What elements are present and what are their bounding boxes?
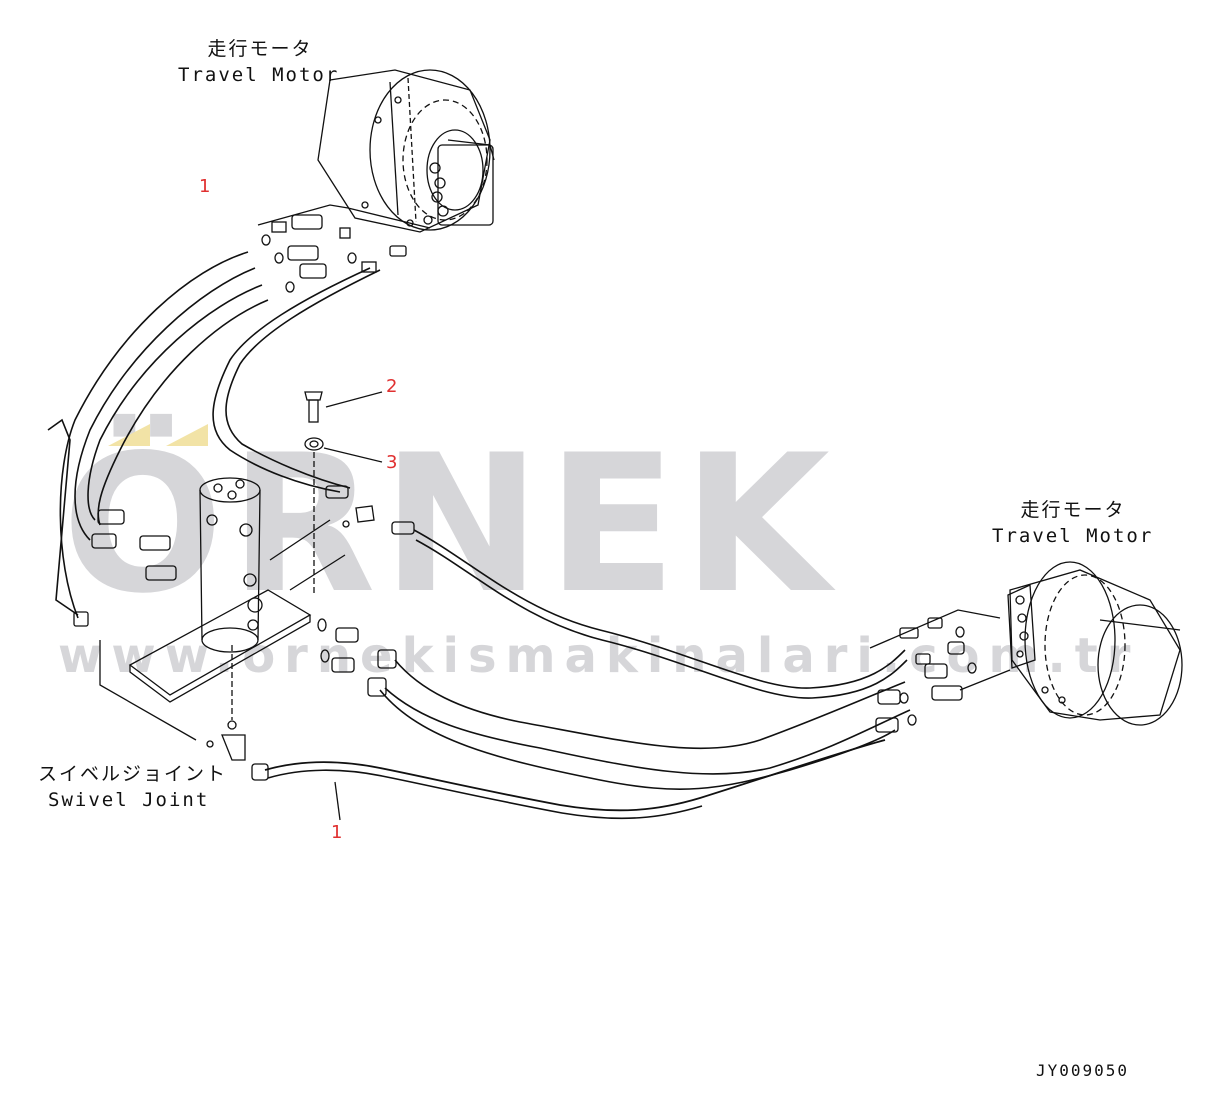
- swivel-joint-label-en: Swivel Joint: [48, 789, 210, 811]
- callout-part-2: 2: [386, 376, 398, 397]
- center-fittings: [325, 485, 908, 699]
- watermark-brand: ÖRNEK: [62, 414, 836, 635]
- travel-motor-top-label-en: Travel Motor: [178, 64, 340, 86]
- swivel-joint-label-jp: スイベルジョイント: [38, 763, 228, 785]
- callout-part-3: 3: [386, 452, 398, 473]
- travel-motor-right-label-en: Travel Motor: [992, 525, 1154, 547]
- watermark-accent: [108, 424, 150, 446]
- travel-motor-right: [1007, 561, 1183, 726]
- hoses-upper: [47, 251, 381, 627]
- swivel-joint: [91, 477, 397, 761]
- travel-motor-right-label-jp: 走行モータ: [1020, 499, 1126, 521]
- bolt-and-washer: [304, 391, 383, 595]
- right-fittings: [869, 609, 1011, 733]
- hoses-lower: [251, 659, 911, 821]
- callout-part-1-top: 1: [199, 176, 211, 197]
- travel-motor-top-label-jp: 走行モータ: [207, 38, 313, 60]
- callout-part-1-bottom: 1: [331, 822, 343, 843]
- drawing-code: JY009050: [1036, 1061, 1130, 1080]
- watermark-accent: [166, 424, 208, 446]
- travel-motor-top: [317, 69, 495, 233]
- top-fittings: [257, 204, 431, 293]
